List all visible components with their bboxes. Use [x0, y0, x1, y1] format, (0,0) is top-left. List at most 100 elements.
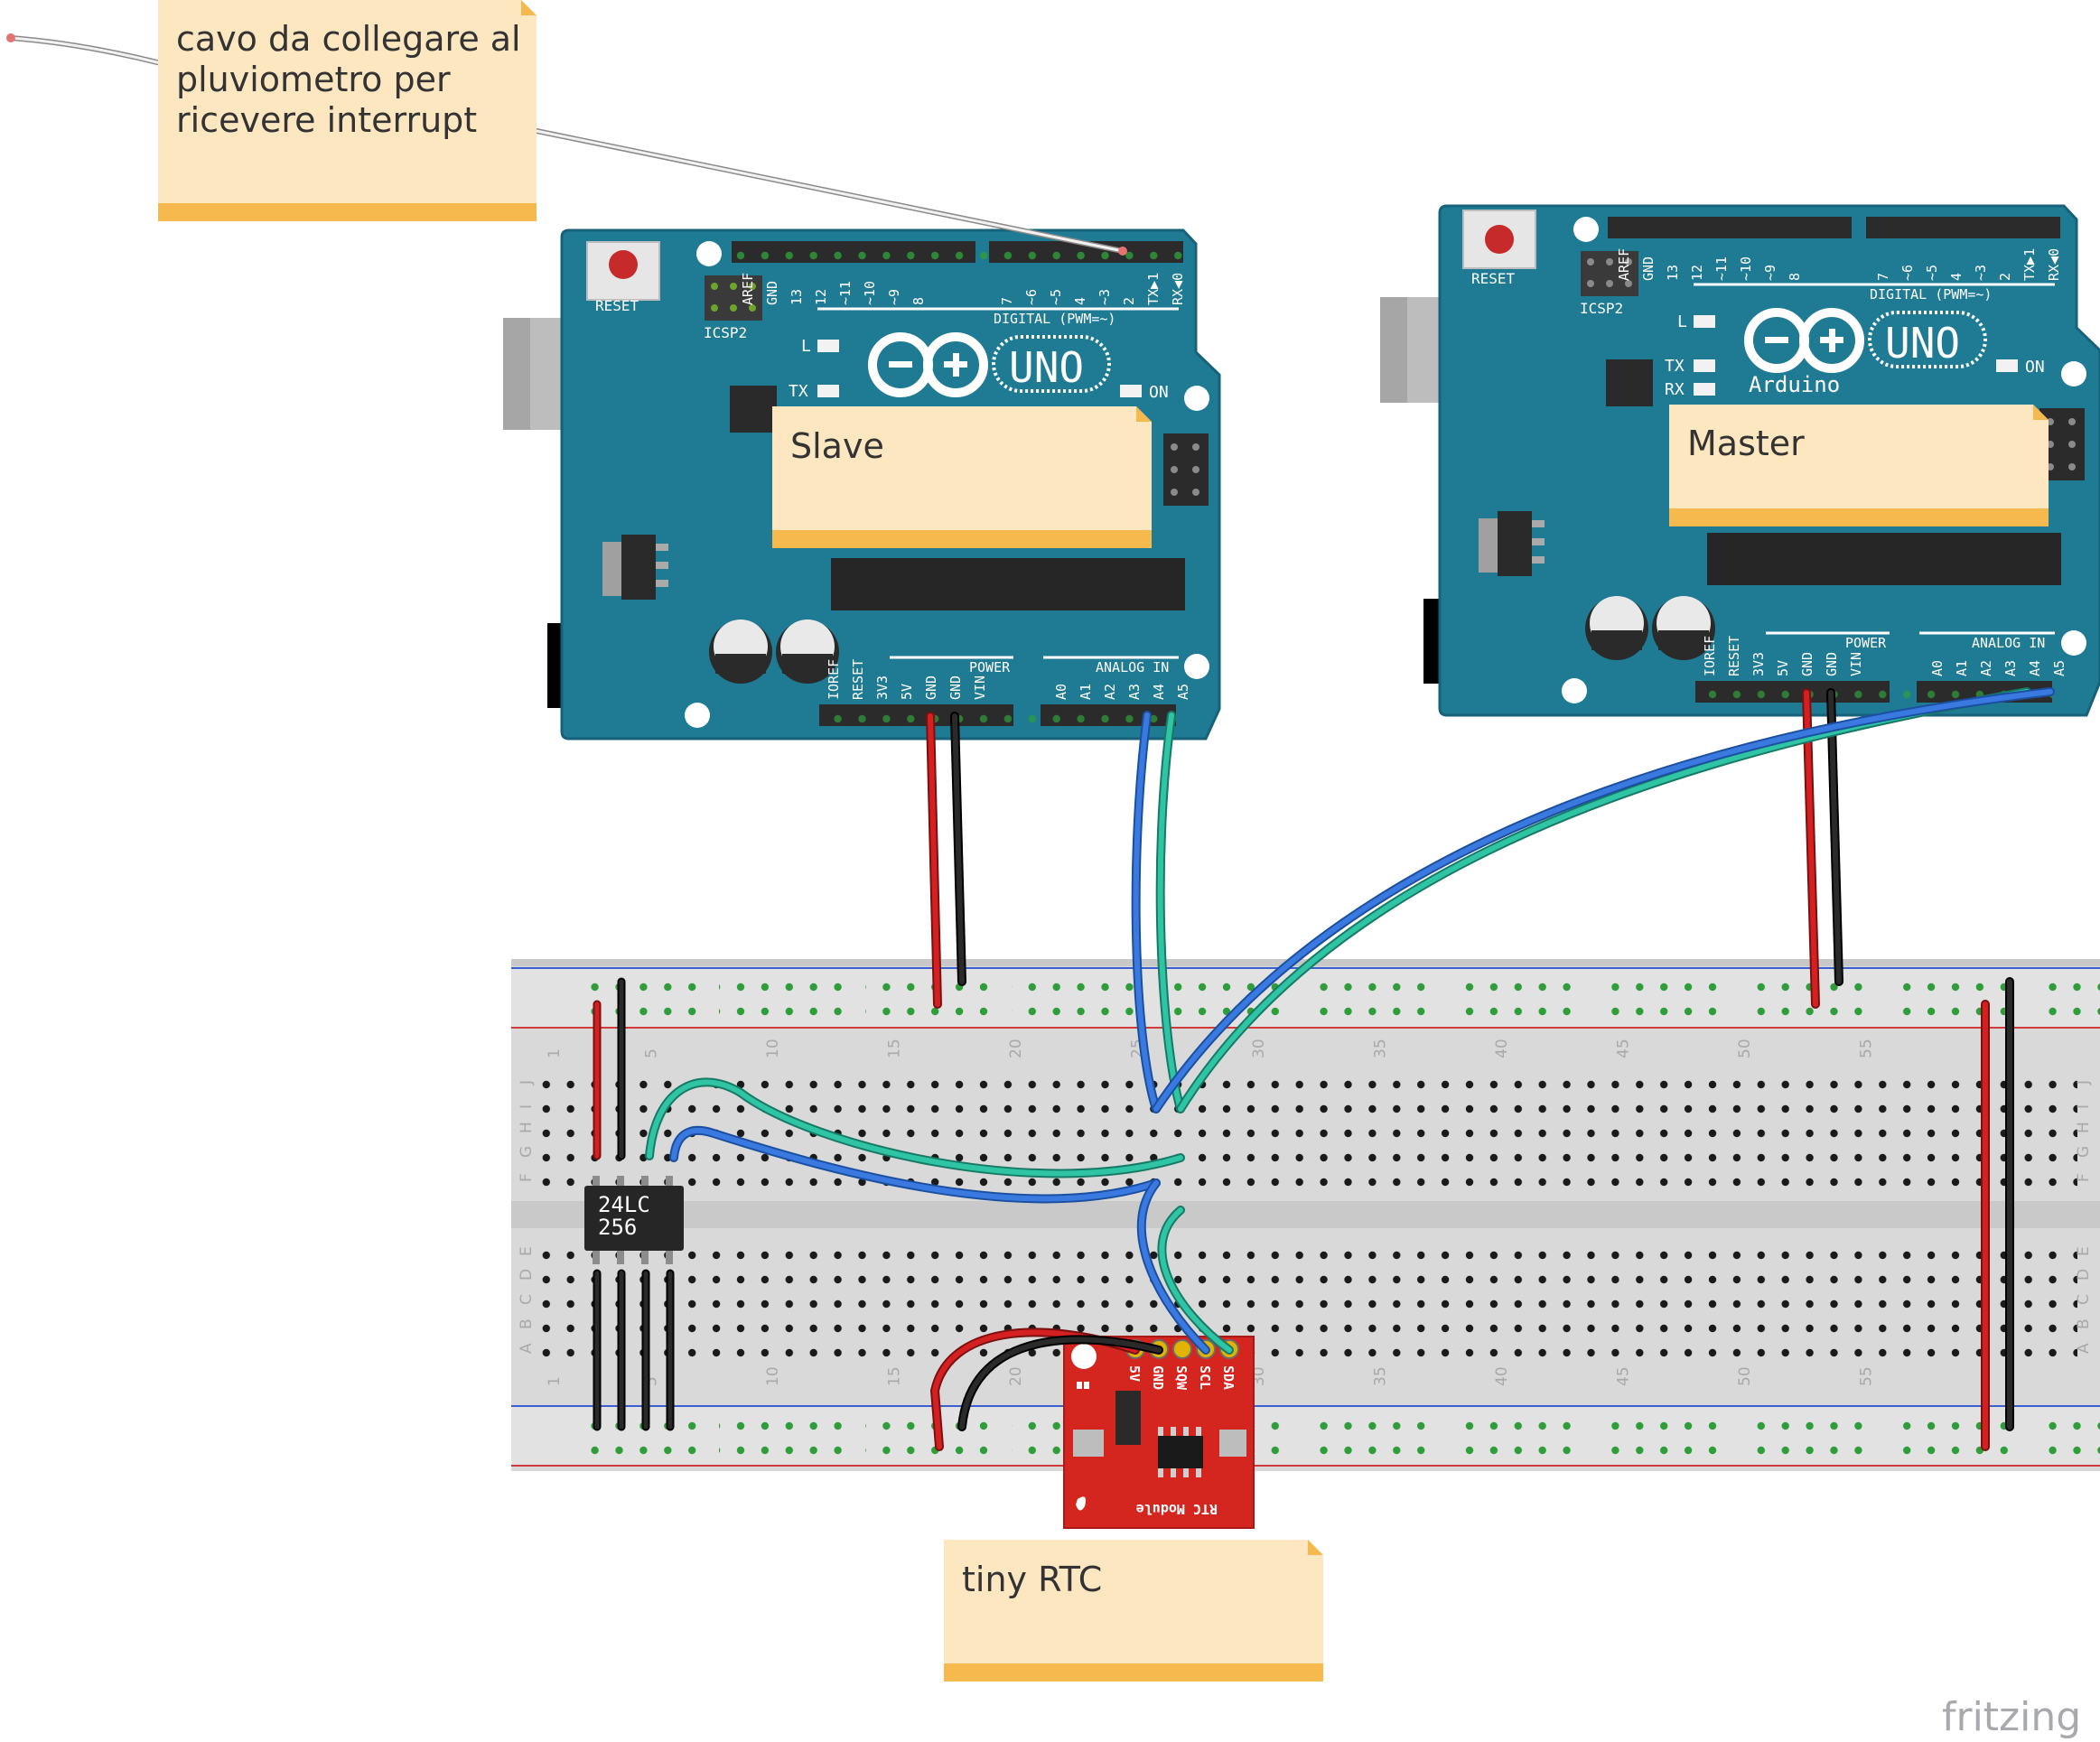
rtc-module-label: RTC Module [1136, 1501, 1218, 1517]
digital-pin-label: ~10 [862, 281, 878, 305]
row-letter: D [518, 1269, 536, 1281]
uno-label: UNO [1885, 319, 1960, 368]
column-number: 35 [1372, 1039, 1390, 1058]
digital-pin-label: ~3 [1973, 265, 1989, 281]
power-label: POWER [1845, 635, 1887, 651]
column-number: 30 [1250, 1039, 1268, 1058]
rtc-pin-label: SDA [1220, 1365, 1237, 1390]
column-number: 5 [643, 1048, 661, 1058]
digital-pin-label: ~10 [1738, 256, 1754, 281]
led-l-label: L [1677, 312, 1687, 331]
on-label: ON [2025, 358, 2045, 377]
digital-pin-label: GND [764, 281, 780, 305]
row-letter: B [2075, 1318, 2093, 1329]
digital-pin-label: ~11 [837, 281, 854, 305]
column-number: 10 [764, 1039, 782, 1058]
power-pin-label: 3V3 [1750, 652, 1767, 676]
row-letter: G [518, 1146, 536, 1158]
power-pin-label: RESET [1726, 636, 1742, 676]
led-tx-label: TX [789, 382, 808, 401]
analog-label: ANALOG IN [1972, 635, 2045, 651]
arduino-brand: Arduino [1749, 372, 1840, 397]
row-letter: C [2075, 1294, 2093, 1305]
led-l-label: L [801, 337, 811, 356]
atmega-chip [831, 558, 1185, 610]
column-number: 15 [886, 1039, 904, 1058]
analog-pin-label: A1 [1078, 684, 1094, 700]
row-letter: J [518, 1080, 536, 1085]
digital-pin-label: 7 [999, 297, 1015, 305]
eeprom-chip: 24LC 256 [584, 1176, 684, 1264]
digital-pin-label: ~6 [1023, 289, 1040, 305]
note-master: Master [1669, 405, 2049, 526]
power-pin-label: GND [923, 675, 939, 700]
digital-label: DIGITAL (PWM=~) [994, 311, 1115, 327]
column-number: 10 [764, 1366, 782, 1386]
eeprom-label-line2: 256 [598, 1215, 637, 1240]
digital-pin-label: TX▶1 [1145, 273, 1162, 305]
analog-pin-label: A0 [1053, 684, 1069, 700]
column-number: 1 [546, 1048, 564, 1058]
note-rtc-text: tiny RTC [962, 1560, 1102, 1599]
note-cable-line1: cavo da collegare al [176, 19, 521, 59]
analog-pin-label: A3 [1126, 684, 1143, 700]
analog-pin-label: A4 [1151, 684, 1167, 700]
icsp-label: ICSP2 [704, 324, 747, 341]
wires [6, 33, 2055, 1451]
note-cable-line2: pluviometro per [176, 60, 451, 99]
column-number: 45 [1615, 1039, 1633, 1058]
column-number: 35 [1372, 1366, 1390, 1386]
digital-pin-label: 8 [1787, 273, 1803, 281]
row-letter: A [518, 1343, 536, 1354]
note-slave-text: Slave [790, 426, 884, 466]
digital-pin-label: AREF [1616, 248, 1632, 281]
row-letter: F [2075, 1173, 2093, 1182]
digital-pin-label: 2 [1121, 297, 1137, 305]
column-number: 20 [1007, 1366, 1025, 1386]
row-letter: I [518, 1104, 536, 1109]
analog-pin-label: A4 [2027, 660, 2043, 676]
power-pin-label: GND [1824, 652, 1840, 676]
analog-label: ANALOG IN [1096, 659, 1169, 675]
on-label: ON [1149, 383, 1169, 402]
digital-pin-label: ~3 [1097, 289, 1113, 305]
column-number: 40 [1493, 1366, 1511, 1386]
note-slave: Slave [772, 406, 1152, 548]
power-pin-label: 5V [899, 684, 915, 700]
note-rtc: tiny RTC [944, 1540, 1323, 1681]
power-pin-label: IOREF [1702, 636, 1718, 676]
power-pin-label: 5V [1775, 660, 1791, 676]
power-pin-label: GND [947, 675, 964, 700]
row-letter: D [2075, 1269, 2093, 1281]
rtc-pin-label: SCL [1197, 1365, 1213, 1390]
digital-pin-label: 4 [1948, 273, 1965, 281]
atmega-chip [1707, 533, 2061, 585]
row-letter: B [518, 1318, 536, 1329]
column-number: 1 [546, 1376, 564, 1386]
column-number: 40 [1493, 1039, 1511, 1058]
digital-pin-label: RX◀0 [1170, 273, 1186, 305]
row-letter: G [2075, 1146, 2093, 1158]
digital-pin-label: AREF [740, 273, 756, 305]
icsp-label: ICSP2 [1580, 300, 1623, 317]
digital-pin-label: 12 [1689, 265, 1705, 281]
analog-pin-label: A5 [1175, 684, 1191, 700]
digital-pin-label: ~11 [1713, 256, 1730, 281]
column-number: 55 [1858, 1039, 1876, 1058]
fritzing-logo: fritzing [1942, 1694, 2081, 1740]
row-letter: F [518, 1173, 536, 1182]
digital-pin-label: ~5 [1048, 289, 1064, 305]
analog-pin-label: A5 [2051, 660, 2067, 676]
rtc-pin-label: SQW [1173, 1365, 1190, 1391]
column-number: 20 [1007, 1039, 1025, 1058]
digital-pin-label: ~9 [886, 289, 902, 305]
row-letter: J [2075, 1080, 2093, 1085]
digital-pin-label: 13 [789, 289, 805, 305]
digital-pin-label: TX▶1 [2021, 248, 2038, 281]
